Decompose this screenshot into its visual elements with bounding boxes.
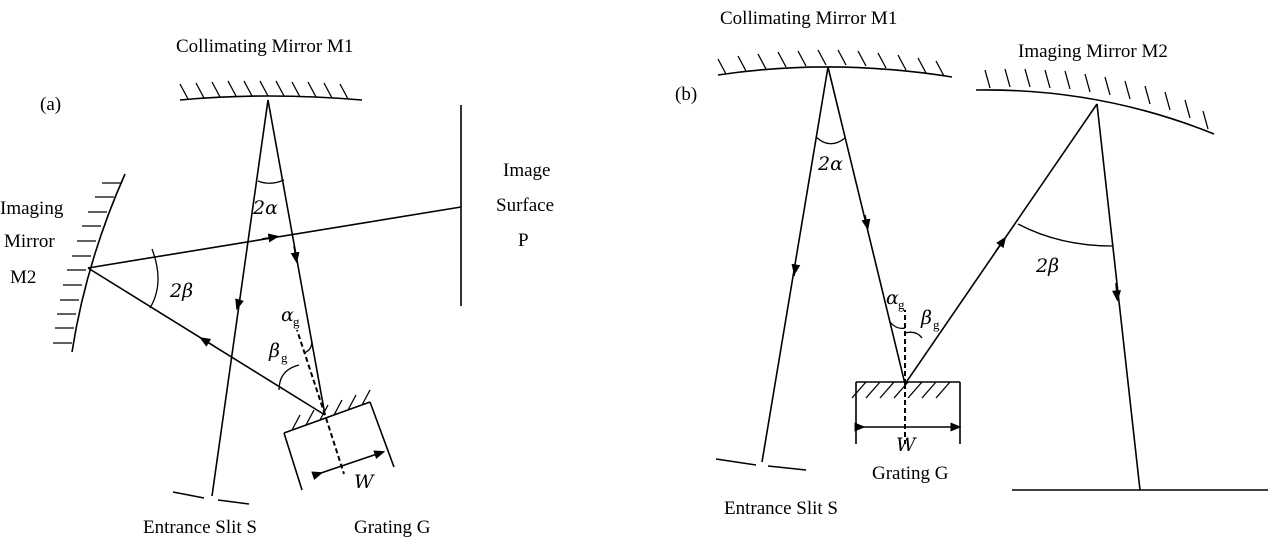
width-label-a: W bbox=[354, 471, 375, 493]
angle-label-2alpha-a: 2α bbox=[252, 197, 278, 219]
imaging-mirror-label-a-3: M2 bbox=[10, 267, 36, 288]
entrance-slit-b bbox=[715, 458, 807, 471]
width-arrow-a bbox=[311, 450, 386, 481]
alpha-g-label-b: α bbox=[886, 287, 899, 309]
alpha-g-sub-a: g bbox=[293, 314, 300, 329]
angle-label-2alpha-b: 2α bbox=[817, 153, 843, 175]
image-surface-label-a-2: Surface bbox=[496, 195, 554, 216]
grating-b bbox=[851, 381, 961, 444]
imaging-mirror-label-b: Imaging Mirror M2 bbox=[1018, 41, 1168, 62]
panel-b-tag: (b) bbox=[675, 84, 697, 105]
panel-a-tag: (a) bbox=[40, 94, 61, 115]
angle-arc-2alpha-a bbox=[257, 179, 285, 184]
beta-g-sub-b: g bbox=[933, 317, 940, 332]
entrance-slit-label-b: Entrance Slit S bbox=[724, 498, 838, 519]
angle-arc-beta-g-b bbox=[904, 331, 923, 339]
angle-label-2beta-b: 2β bbox=[1035, 255, 1059, 277]
beta-g-label-a: β bbox=[268, 340, 280, 362]
panel-a: (a) Collimating Mirror M1 Imaging Mirror… bbox=[0, 36, 554, 538]
imaging-mirror-a bbox=[53, 173, 126, 353]
rays-b bbox=[761, 66, 1141, 491]
rays-a bbox=[87, 99, 462, 497]
entrance-slit-a bbox=[172, 491, 250, 505]
grating-label-a: Grating G bbox=[354, 517, 431, 538]
collimating-mirror-a bbox=[179, 80, 363, 101]
angle-arc-2beta-b bbox=[1017, 223, 1113, 247]
angle-arc-2alpha-b bbox=[815, 136, 846, 145]
beta-g-sub-a: g bbox=[281, 350, 288, 365]
imaging-mirror-b bbox=[975, 68, 1215, 135]
collimating-mirror-b bbox=[717, 49, 953, 78]
collimating-mirror-label-a: Collimating Mirror M1 bbox=[176, 36, 353, 57]
imaging-mirror-label-a-2: Mirror bbox=[4, 231, 55, 252]
grating-a bbox=[283, 389, 395, 491]
entrance-slit-label-a: Entrance Slit S bbox=[143, 517, 257, 538]
alpha-g-label-a: α bbox=[281, 304, 294, 326]
alpha-g-sub-b: g bbox=[898, 297, 905, 312]
imaging-mirror-label-a-1: Imaging bbox=[0, 198, 64, 219]
grating-normal-a bbox=[296, 329, 326, 416]
angle-arc-beta-g-a bbox=[278, 364, 300, 391]
image-surface-label-a-1: Image bbox=[503, 160, 550, 181]
grating-label-b: Grating G bbox=[872, 463, 949, 484]
width-label-b: W bbox=[896, 434, 917, 456]
beta-g-label-b: β bbox=[920, 307, 932, 329]
angle-arc-alpha-g-a bbox=[303, 340, 313, 354]
angle-arc-alpha-g-b bbox=[889, 321, 906, 330]
angle-label-2beta-a: 2β bbox=[169, 280, 193, 302]
image-surface-label-a-3: P bbox=[518, 230, 529, 251]
angle-arc-2beta-a bbox=[149, 248, 159, 309]
collimating-mirror-label-b: Collimating Mirror M1 bbox=[720, 8, 897, 29]
panel-b: (b) Collimating Mirror M1 Imaging Mirror… bbox=[675, 8, 1268, 519]
